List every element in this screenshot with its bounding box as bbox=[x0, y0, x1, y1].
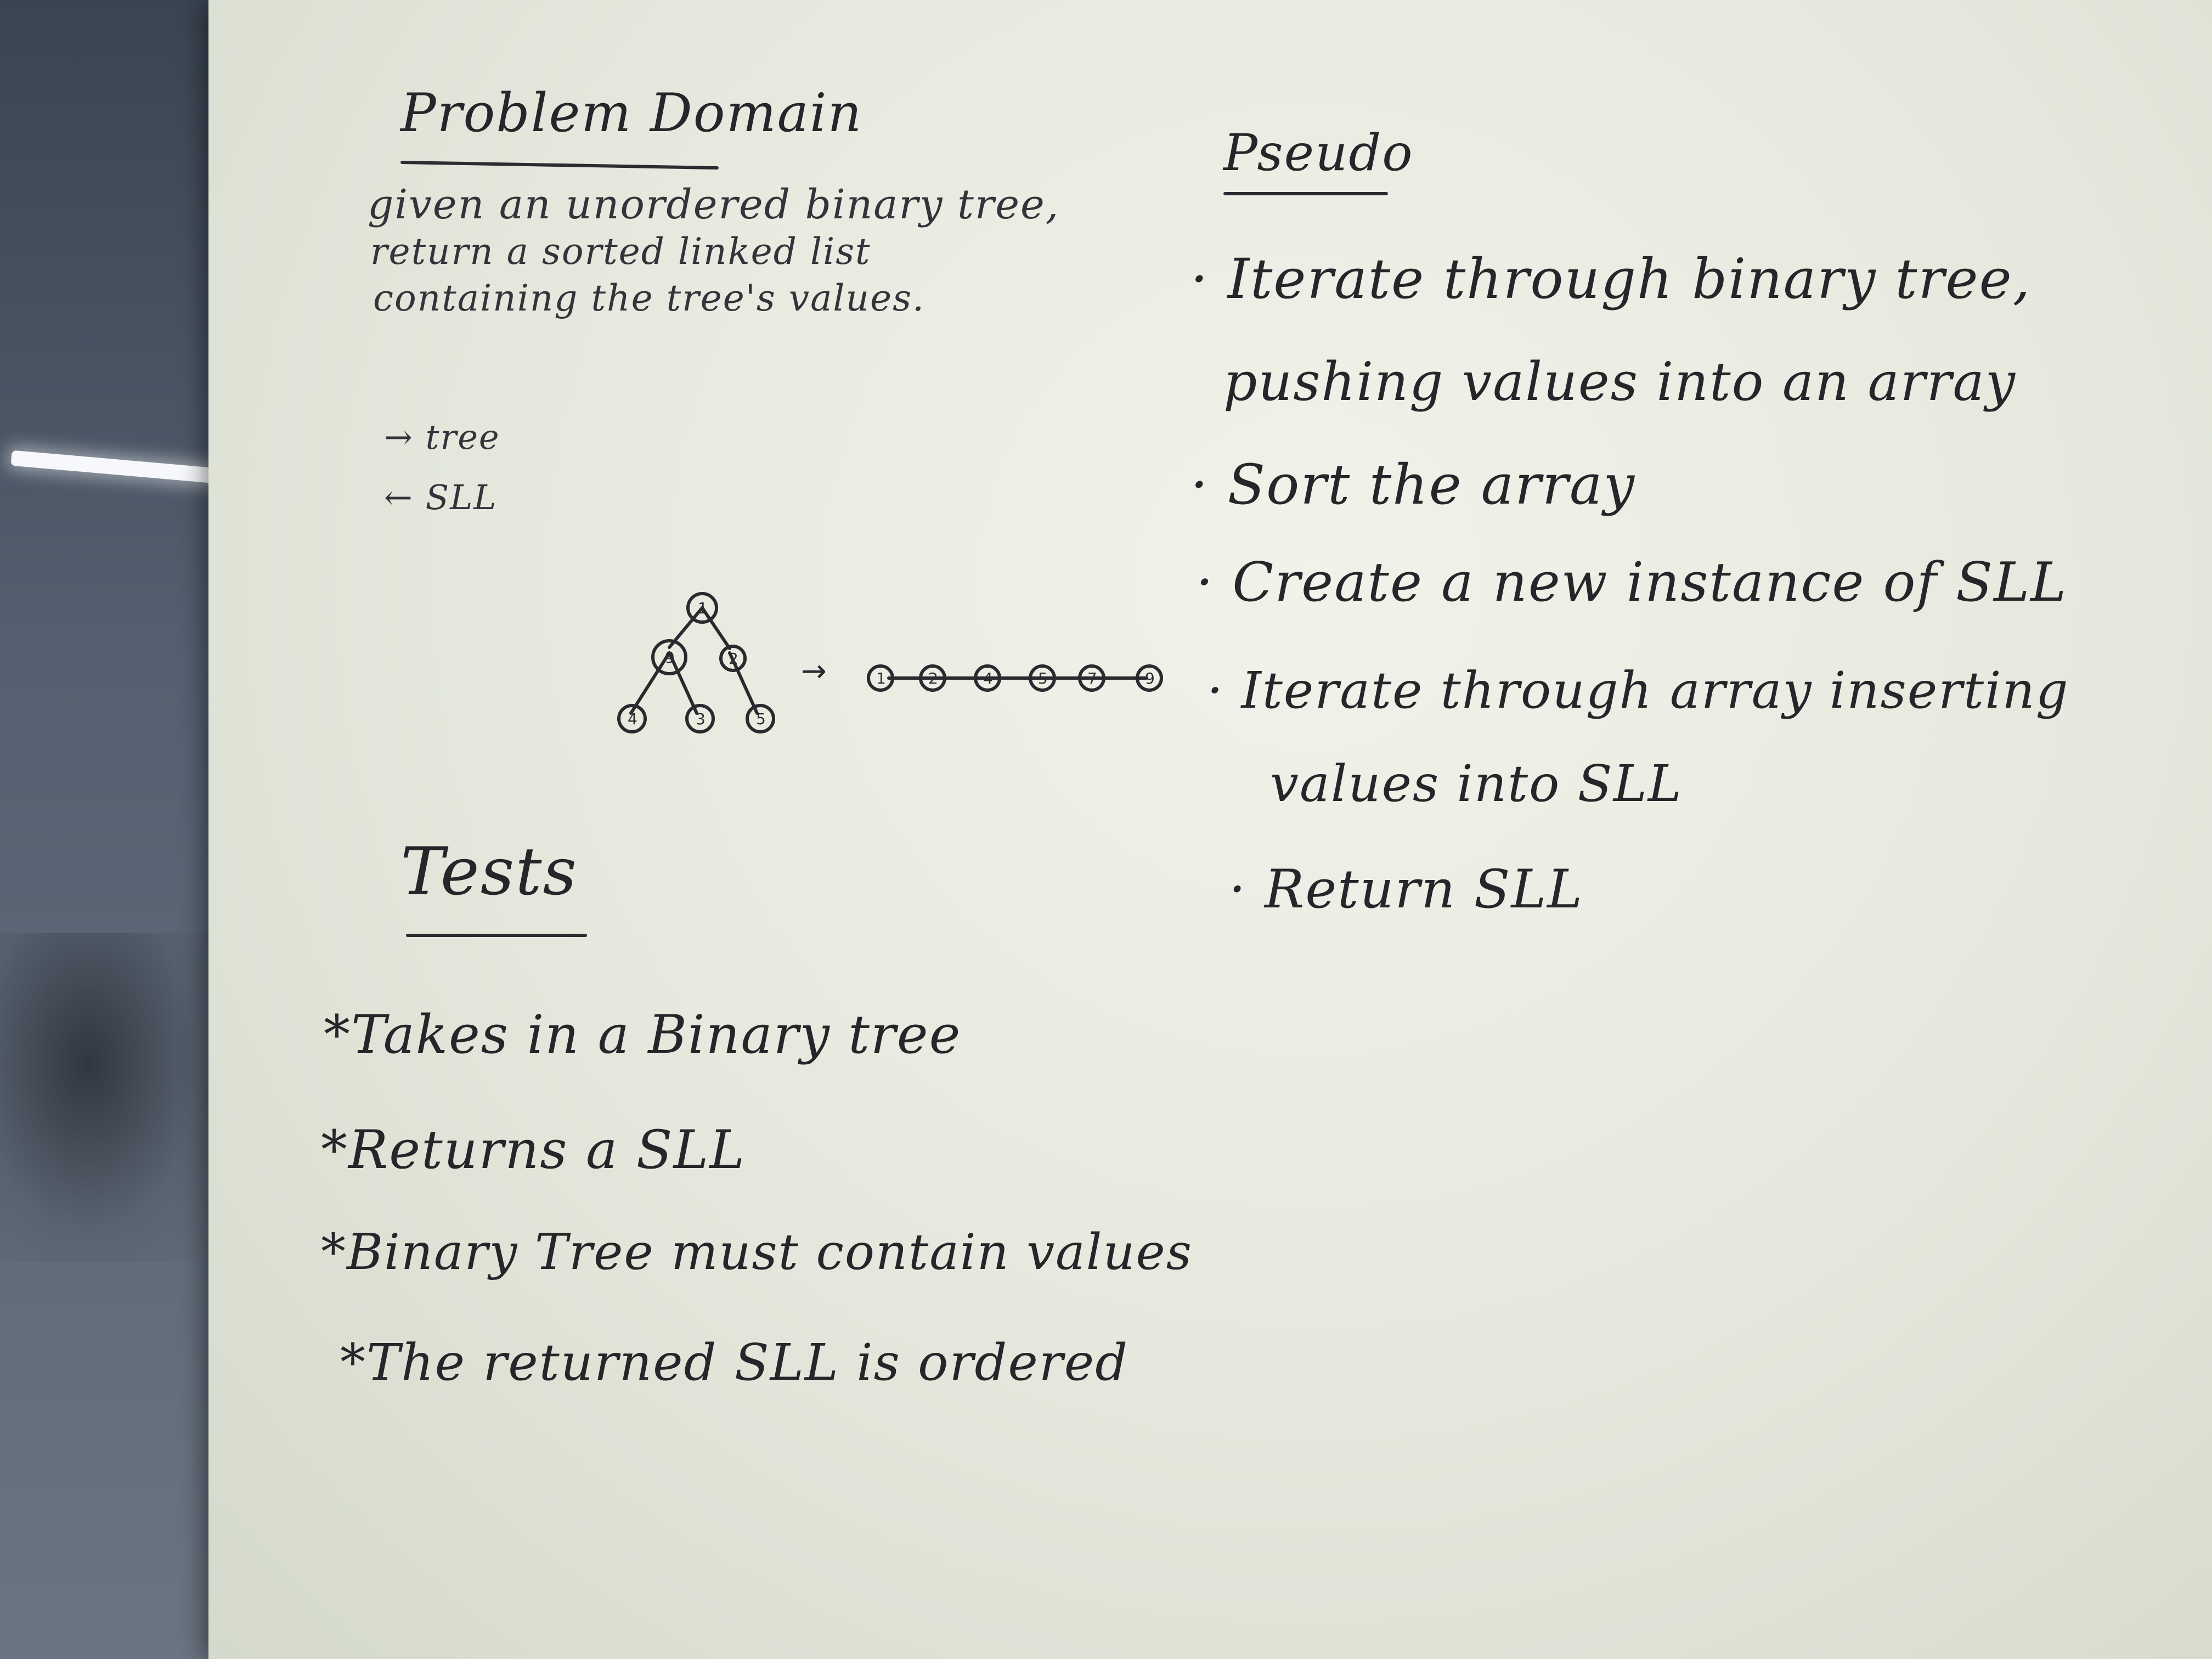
tree-edge bbox=[668, 651, 698, 715]
pseudo-step-4: · Iterate through array inserting bbox=[1207, 661, 2069, 720]
list-node bbox=[1136, 664, 1163, 692]
list-node-label: 7 bbox=[1087, 669, 1097, 687]
test-item-2: *Returns a SLL bbox=[321, 1119, 746, 1181]
list-node bbox=[974, 664, 1001, 692]
pseudo-heading: Pseudo bbox=[1223, 123, 1414, 182]
tree-node-label: 3 bbox=[696, 710, 706, 728]
whiteboard bbox=[208, 0, 2212, 1659]
tree-node bbox=[746, 704, 775, 733]
list-node bbox=[867, 664, 894, 692]
list-node-label: 5 bbox=[1038, 669, 1048, 687]
pseudo-step-5: · Return SLL bbox=[1229, 859, 1584, 920]
tree-node bbox=[685, 704, 715, 733]
list-node bbox=[1029, 664, 1056, 692]
pseudo-step-3: · Create a new instance of SLL bbox=[1196, 551, 2068, 614]
test-item-4: *The returned SLL is ordered bbox=[340, 1333, 1129, 1392]
tree-node bbox=[617, 704, 647, 733]
test-item-1: *Takes in a Binary tree bbox=[324, 1004, 962, 1065]
test-item-3: *Binary Tree must contain values bbox=[321, 1223, 1193, 1281]
tree-node-label: 4 bbox=[628, 710, 637, 728]
pseudo-step-1: · Iterate through binary tree, bbox=[1190, 247, 2032, 311]
list-node-label: 2 bbox=[928, 669, 938, 687]
list-node-label: 1 bbox=[876, 669, 886, 687]
pseudo-step-1-cont: pushing values into an array bbox=[1223, 351, 2016, 413]
problem-domain-heading: Problem Domain bbox=[400, 82, 863, 144]
tree-edge bbox=[629, 651, 671, 715]
tree-node-label: 9 bbox=[665, 648, 675, 667]
tree-node-label: 5 bbox=[756, 710, 766, 728]
pseudo-step-4-cont: values into SLL bbox=[1270, 754, 1683, 813]
tree-to-list-diagram: 1 9 2 4 3 5 → 1 2 4 5 7 9 bbox=[617, 592, 1163, 733]
tree-edge bbox=[728, 651, 759, 715]
tree-node-label: 2 bbox=[729, 650, 738, 668]
list-node-label: 4 bbox=[983, 669, 993, 687]
tree-node bbox=[686, 592, 718, 624]
pseudo-underline bbox=[1223, 192, 1388, 195]
tree-node bbox=[651, 639, 687, 675]
list-node bbox=[919, 664, 946, 692]
list-node-label: 9 bbox=[1145, 669, 1155, 687]
io-output: ← SLL bbox=[384, 477, 498, 517]
problem-domain-line-2: return a sorted linked list bbox=[370, 230, 871, 273]
tree-edge bbox=[701, 606, 731, 650]
diagram-arrow: → bbox=[801, 653, 827, 689]
pseudo-step-2: · Sort the array bbox=[1190, 453, 1635, 517]
tree-node bbox=[719, 645, 747, 672]
tests-underline bbox=[406, 934, 587, 937]
people-reflection bbox=[0, 933, 219, 1262]
tree-node-label: 1 bbox=[698, 599, 708, 617]
io-input: → tree bbox=[384, 417, 500, 457]
tests-heading: Tests bbox=[400, 834, 578, 910]
problem-domain-line-3: containing the tree's values. bbox=[373, 277, 925, 319]
problem-domain-line-1: given an unordered binary tree, bbox=[368, 181, 1060, 228]
list-node bbox=[1078, 664, 1105, 692]
